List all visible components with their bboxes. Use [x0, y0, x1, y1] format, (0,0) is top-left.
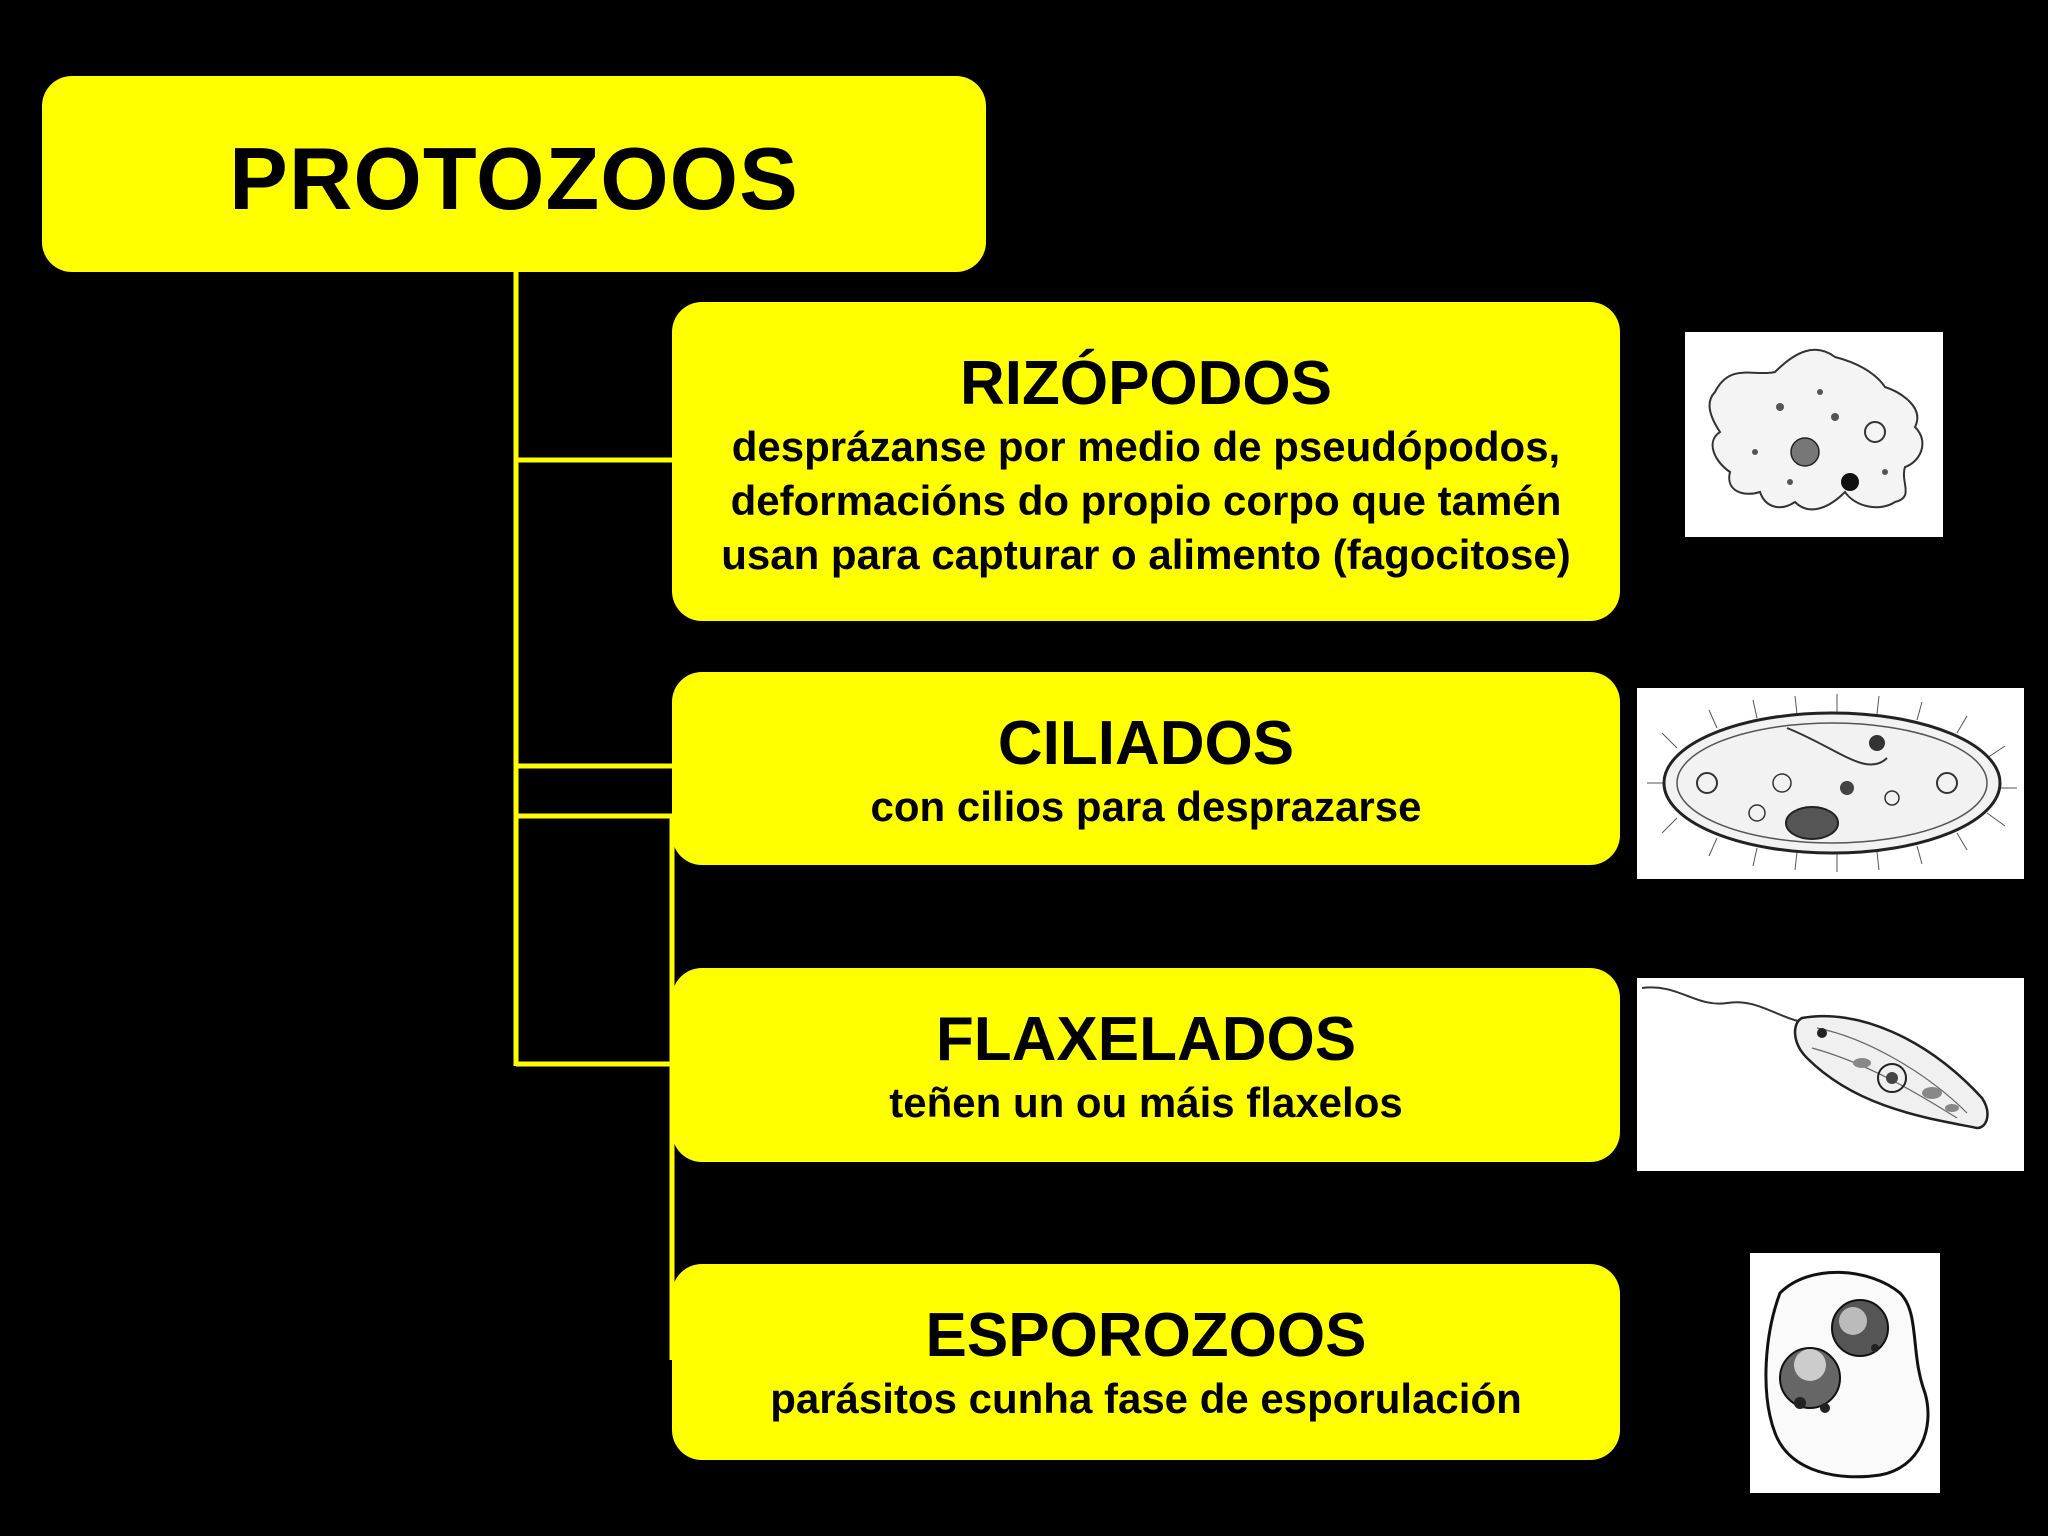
node-description: con cilios para desprazarse: [870, 783, 1422, 830]
node-title: FLAXELADOS: [935, 1005, 1357, 1074]
node-esporozoos: ESPOROZOOS parásitos cunha fase de espor…: [672, 1264, 1620, 1460]
sporozoan-drawing: [1750, 1253, 1940, 1493]
amoeba-drawing: [1685, 332, 1943, 537]
node-title: CILIADOS: [997, 709, 1295, 778]
node-description: parásitos cunha fase de esporulación: [770, 1375, 1522, 1422]
node-flaxelados: FLAXELADOS teñen un ou máis flaxelos: [672, 968, 1620, 1162]
node-description: desprázanse por medio de pseudópodos, de…: [721, 423, 1571, 578]
node-ciliados: CILIADOS con cilios para desprazarse: [672, 672, 1620, 865]
node-description: teñen un ou máis flaxelos: [889, 1079, 1403, 1126]
node-title: RIZÓPODOS: [959, 349, 1333, 418]
paramecium-drawing: [1637, 688, 2024, 879]
euglena-drawing: [1637, 978, 2024, 1171]
node-rizopodos: RIZÓPODOS desprázanse por medio de pseud…: [672, 302, 1620, 621]
node-title: ESPOROZOOS: [925, 1301, 1367, 1370]
root-title: PROTOZOOS: [229, 129, 799, 228]
root-node-box: PROTOZOOS: [42, 76, 986, 272]
